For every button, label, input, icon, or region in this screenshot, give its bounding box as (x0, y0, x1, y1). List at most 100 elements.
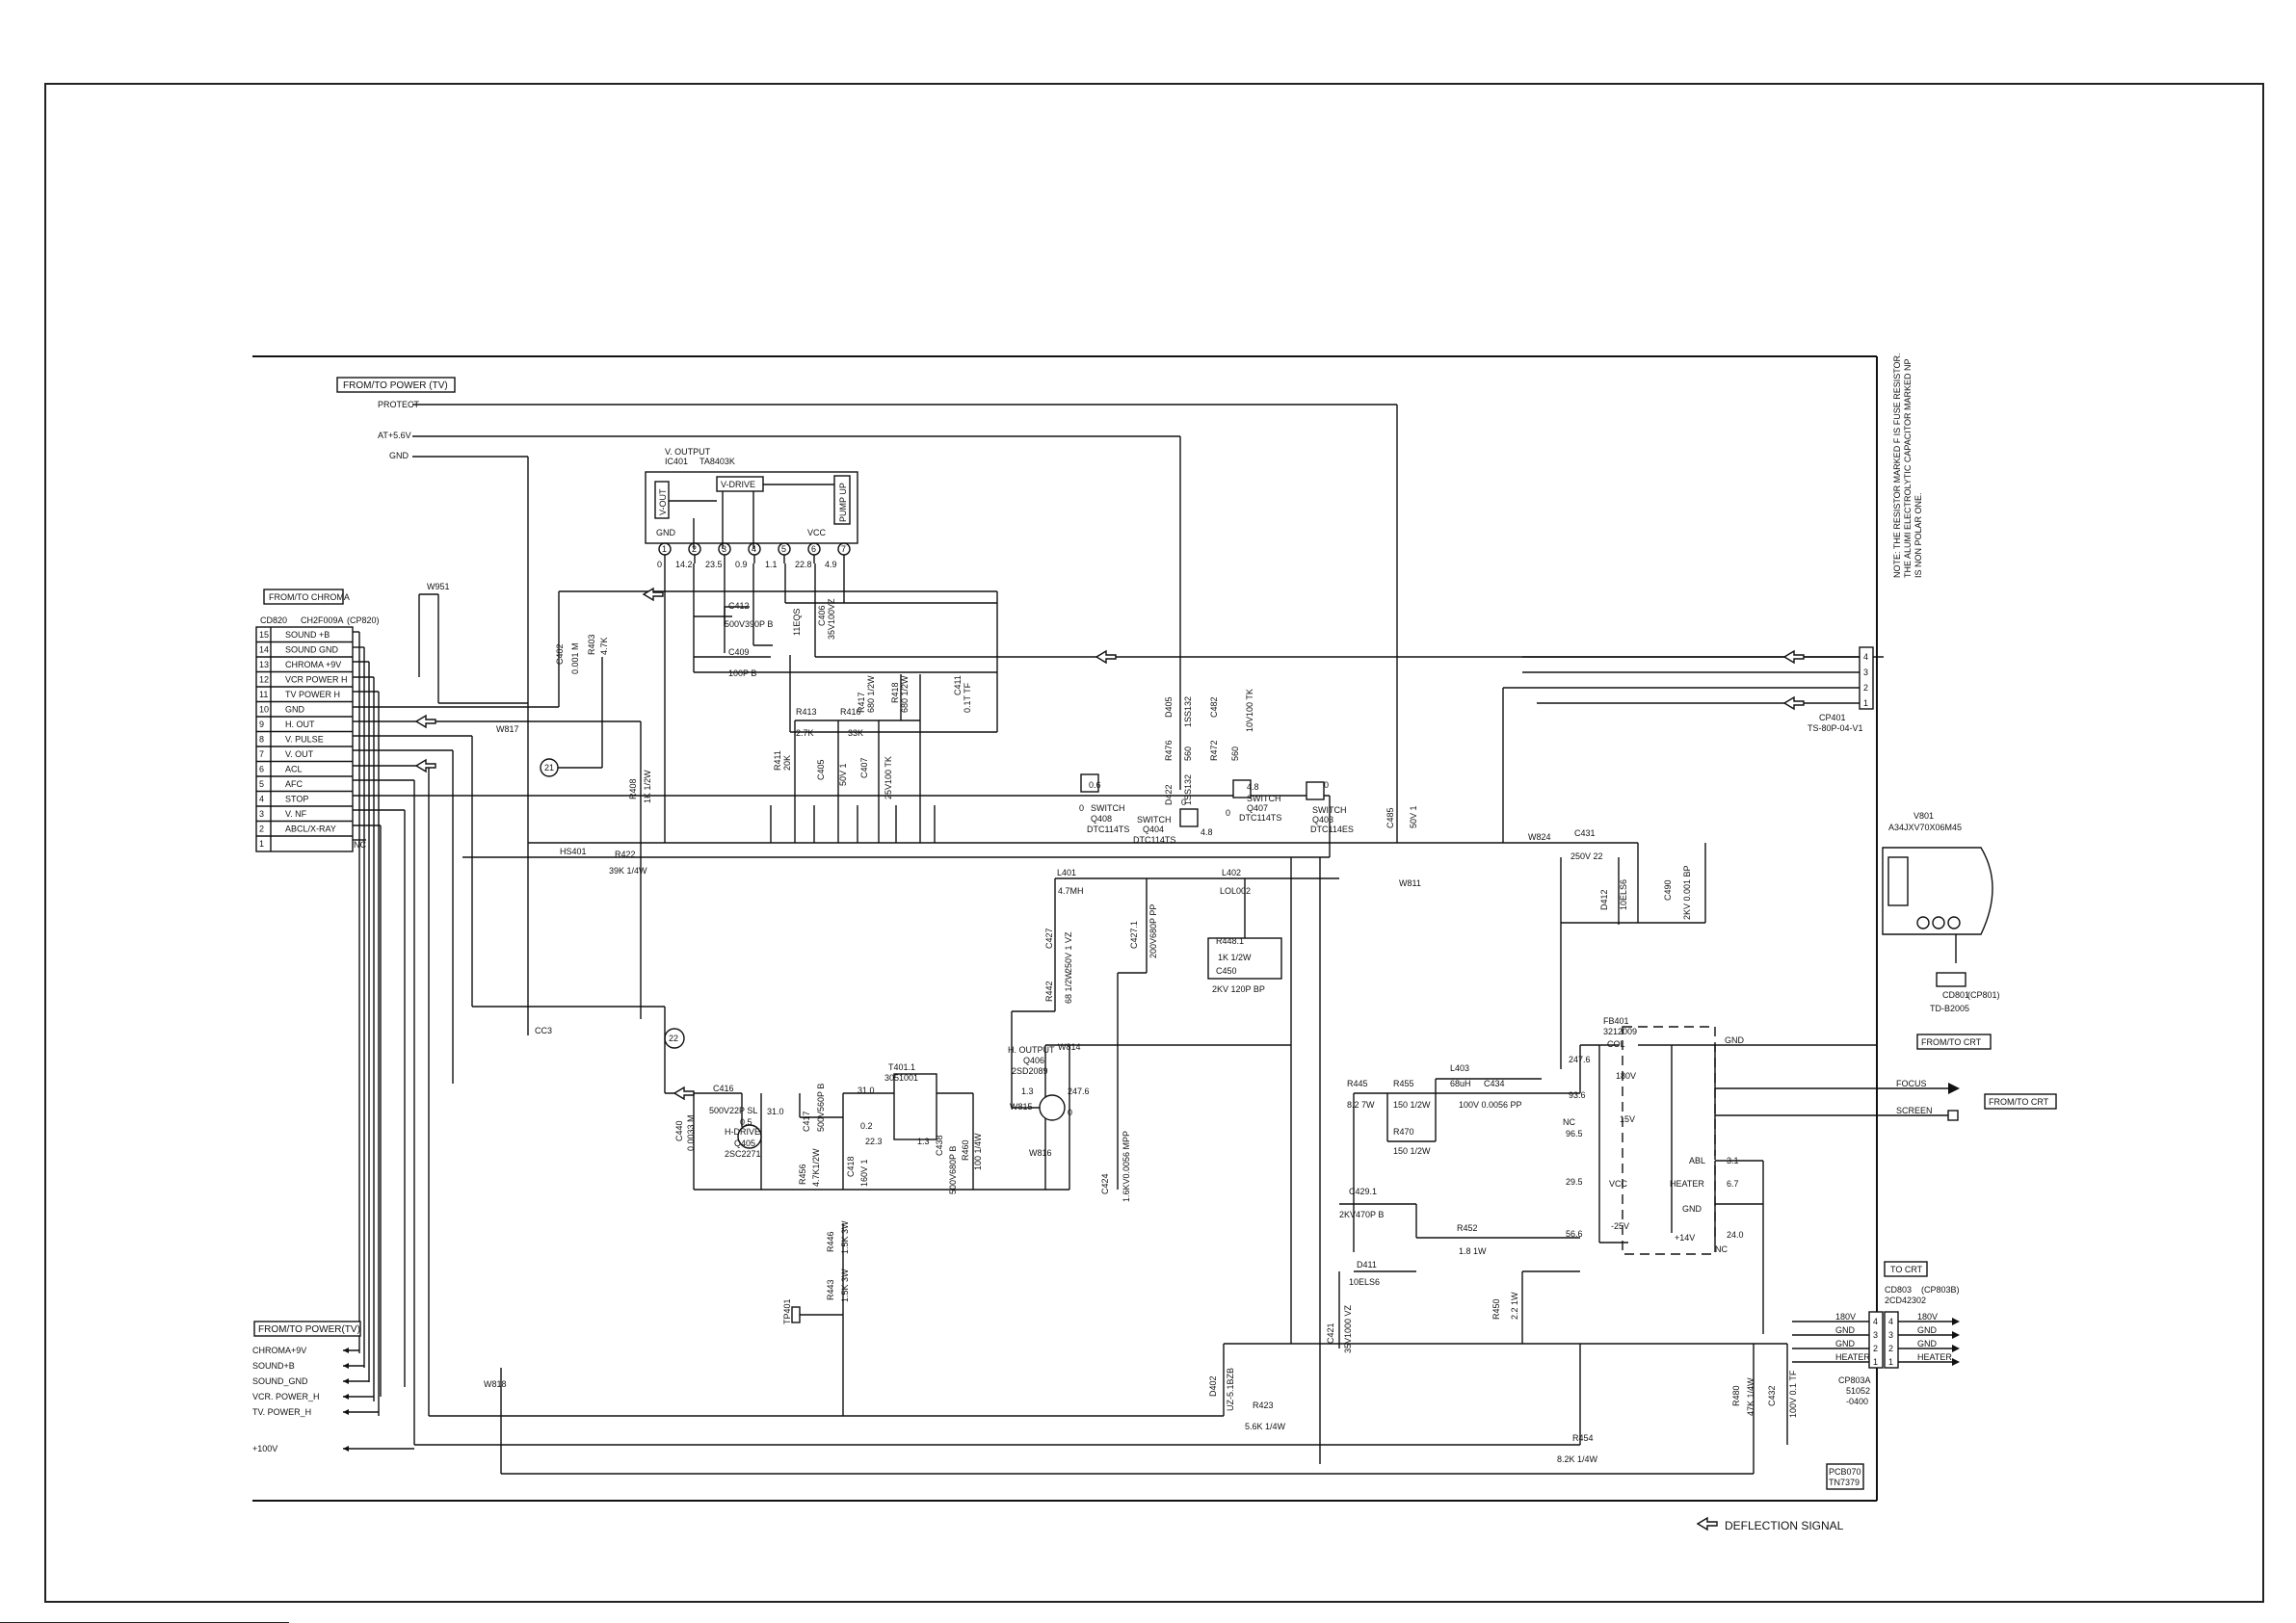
fbt-180v: 180V (1616, 1071, 1636, 1081)
c485-ref: C485 (1386, 807, 1395, 828)
ic401-vcc: VCC (807, 528, 827, 537)
cp803a-connector (1868, 1311, 1884, 1369)
r442-val: 68 1/2W (1064, 971, 1073, 1004)
c421-ref: C421 (1326, 1322, 1335, 1344)
wire-w816: W816 (1029, 1148, 1052, 1158)
r418-val: 680 1/2W (900, 675, 910, 713)
ic401-pin-voltage: 1.1 (765, 560, 778, 569)
power-top-at56v: AT+5.6V (378, 431, 411, 440)
ic401-pin-number: 5 (781, 544, 786, 554)
cp803a-part: 51052 (1846, 1386, 1870, 1396)
fbt-v2: 93.6 (1569, 1090, 1586, 1100)
chroma-box (263, 589, 344, 605)
d422-val: 1SS132 (1183, 774, 1193, 805)
l401-ref: L401 (1057, 868, 1076, 877)
t4011-v1: 31.0 (858, 1086, 875, 1095)
r480-ref: R480 (1731, 1385, 1741, 1406)
cd820-pin-number: 8 (259, 735, 264, 745)
v801-crt-symbol (1882, 847, 1993, 935)
c490-val: 2KV 0.001 BP (1682, 865, 1692, 920)
q408-symbol (1080, 773, 1099, 793)
c485-val: 50V 1 (1409, 805, 1418, 828)
fbt-abl: ABL (1689, 1156, 1705, 1165)
c450-val: 2KV 120P BP (1212, 984, 1265, 994)
r418-ref: R418 (890, 682, 900, 703)
cd803-ref2: (CP803B) (1921, 1285, 1960, 1295)
cp401-pin-number: 3 (1863, 668, 1868, 677)
cd820-pin-number: 5 (259, 779, 264, 789)
r446-val: 1.5K 3W (840, 1220, 850, 1254)
fbt-v4: 29.5 (1566, 1177, 1583, 1187)
c432-ref: C432 (1767, 1385, 1777, 1406)
r470-val: 150 1/2W (1393, 1146, 1431, 1156)
fbt-nc1: NC (1563, 1117, 1575, 1127)
cp803a-part2: -0400 (1846, 1397, 1868, 1406)
r445-val: 8.2 7W (1347, 1100, 1375, 1110)
tag-cc3: CC3 (535, 1026, 552, 1035)
cp401-ref: CP401 (1819, 713, 1846, 722)
fbt-heater: HEATER (1670, 1179, 1704, 1189)
r455-val: 150 1/2W (1393, 1100, 1431, 1110)
c427-val: 250V 1 VZ (1064, 931, 1073, 973)
q404-symbol (1179, 808, 1199, 827)
ic401-pin-voltage: 23.5 (705, 560, 723, 569)
q408-ref: Q408 (1091, 814, 1112, 824)
c402-val: 0.001 M (570, 642, 580, 674)
q406-symbol (1039, 1094, 1066, 1121)
cd803-pin-number: 1 (1888, 1357, 1893, 1367)
q406-name: H. OUTPUT (1008, 1045, 1055, 1055)
d422-ref: D422 (1164, 784, 1174, 805)
c421-val: 35V1000 VZ (1343, 1304, 1353, 1353)
l402-val: LOL002 (1220, 886, 1251, 896)
cd820-pin-label: V. NF (285, 809, 307, 819)
cp803a-pin-label: GND (1835, 1339, 1856, 1348)
wire-w951: W951 (427, 582, 450, 591)
fbt-ref: FB401 (1603, 1016, 1629, 1026)
focus-label: FOCUS (1896, 1079, 1927, 1088)
r480-val: 47K 1/4W (1746, 1377, 1755, 1416)
cd820-title: CD820 (260, 615, 287, 625)
ic401-pin (748, 542, 761, 556)
crt-mid-label: FROM/TO CRT (1921, 1037, 1982, 1047)
screen-terminal (1947, 1110, 1959, 1121)
cp803a-pin-number: 3 (1873, 1330, 1878, 1340)
c412-val: 500V390P B (725, 619, 773, 629)
cd820-pin-label: CHROMA +9V (285, 660, 341, 669)
wire-w811: W811 (1399, 878, 1421, 888)
t4011-v4: 1.3 (917, 1137, 930, 1146)
q404-v: 4.8 (1201, 827, 1213, 837)
ic401-title: V. OUTPUT (665, 447, 711, 457)
c411-ref: C411 (953, 675, 963, 695)
r403-val: 4.7K (599, 637, 609, 655)
r417-val: 680 1/2W (866, 675, 876, 713)
cd820-pin-label: H. OUT (285, 720, 315, 729)
t4011-transformer (893, 1073, 937, 1140)
c434-ref: C434 (1484, 1079, 1505, 1088)
fbt-gnd: GND (1682, 1204, 1702, 1214)
r411-val: 20K (782, 755, 792, 771)
ic401-pin-number: 1 (662, 544, 667, 554)
cd820-pin-label: SOUND +B (285, 630, 330, 640)
c418-ref: C418 (846, 1156, 856, 1177)
q407-ref: Q407 (1247, 803, 1268, 813)
c450-ref: C450 (1216, 966, 1237, 976)
cd820-pin-label: TV POWER H (285, 690, 340, 699)
cd803-pin-label: GND (1917, 1339, 1938, 1348)
c431-ref: C431 (1574, 828, 1596, 838)
c4291-ref: C429.1 (1349, 1187, 1377, 1196)
deflection-arrow-icon (1696, 1516, 1718, 1531)
ic401-pin-number: 7 (841, 544, 846, 554)
cp803a-pin-label: HEATER (1835, 1352, 1870, 1362)
cd820-pin-label: STOP (285, 795, 308, 804)
cd820-wiring (353, 590, 1330, 1445)
q406-part: 2SD2089 (1012, 1066, 1048, 1076)
fbt-col: COL (1607, 1039, 1625, 1049)
r456-val: 4.7K1/2W (811, 1148, 821, 1187)
power-top-protect: PROTECT (378, 400, 420, 409)
q404-v0: 0 (1181, 798, 1186, 807)
r476-val: 560 (1183, 746, 1193, 761)
r460-ref: R460 (961, 1139, 970, 1161)
q408-v2: 0 (1079, 803, 1084, 813)
